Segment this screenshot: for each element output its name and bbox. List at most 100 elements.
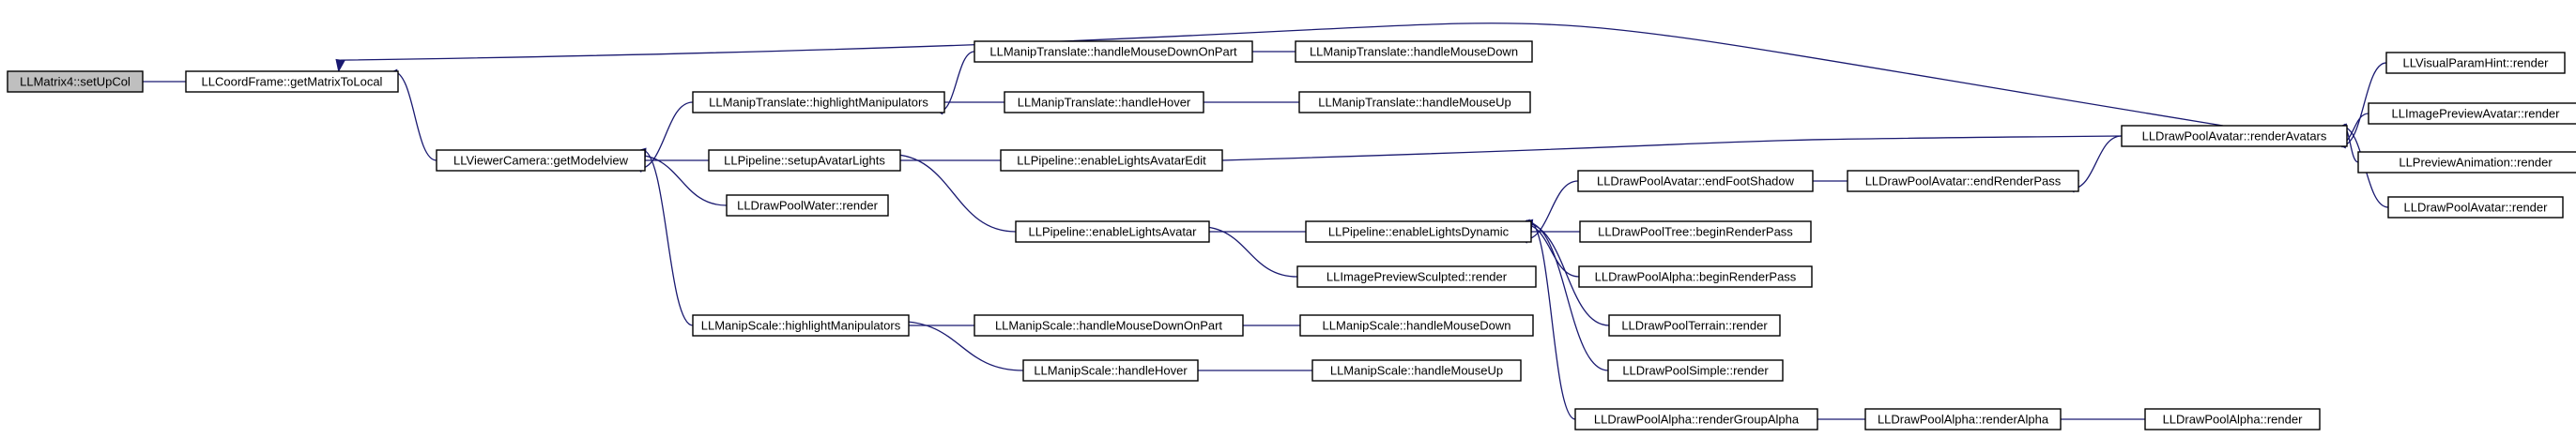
graph-node[interactable]: LLManipScale::handleMouseDown (1299, 314, 1534, 337)
node-layer: LLMatrix4::setUpCol LLCoordFrame::getMatr… (7, 40, 2576, 430)
node-box (1864, 408, 2062, 430)
graph-node[interactable]: LLManipTranslate::highlightManipulators (692, 91, 945, 113)
node-label: LLPipeline::enableLightsAvatar (1028, 225, 1197, 239)
node-label: LLDrawPoolTree::beginRenderPass (1598, 225, 1793, 239)
graph-node[interactable]: LLVisualParamHint::render (2385, 52, 2566, 74)
node-box (185, 70, 399, 93)
node-box (1577, 170, 1814, 192)
node-box (692, 314, 910, 337)
node-label: LLPreviewAnimation::render (2399, 156, 2553, 170)
node-label: LLDrawPoolAvatar::endFootShadow (1597, 174, 1795, 189)
node-box (974, 314, 1244, 337)
node-box (726, 194, 889, 217)
node-label: LLManipTranslate::highlightManipulators (709, 96, 928, 110)
node-box (1607, 359, 1784, 382)
node-label: LLMatrix4::setUpCol (20, 75, 130, 89)
node-label: LLViewerCamera::getModelview (453, 154, 629, 168)
graph-edge (1191, 97, 1299, 108)
node-label: LLImagePreviewAvatar::render (2392, 107, 2561, 121)
graph-node[interactable]: LLDrawPoolAvatar::renderAvatars (2121, 125, 2348, 147)
node-box (2387, 196, 2564, 219)
node-box (1311, 359, 1522, 382)
node-box (2357, 151, 2576, 174)
node-box (974, 40, 1253, 63)
node-box (2385, 52, 2566, 74)
graph-node[interactable]: LLPreviewAnimation::render (2357, 151, 2576, 174)
edge-layer (130, 23, 2389, 425)
node-box (2368, 102, 2576, 125)
graph-node[interactable]: LLDrawPoolAlpha::renderGroupAlpha (1574, 408, 1818, 430)
graph-node[interactable]: LLDrawPoolAvatar::endRenderPass (1847, 170, 2079, 192)
edge-line (641, 148, 694, 326)
graph-node[interactable]: LLViewerCamera::getModelview (436, 149, 646, 172)
node-box (1305, 220, 1532, 243)
graph-node[interactable]: LLManipScale::handleHover (1022, 359, 1199, 382)
graph-node[interactable]: LLDrawPoolSimple::render (1607, 359, 1784, 382)
graph-node[interactable]: LLManipTranslate::handleMouseUp (1298, 91, 1531, 113)
graph-node[interactable]: LLManipScale::highlightManipulators (692, 314, 910, 337)
node-box (1296, 265, 1537, 288)
graph-node[interactable]: LLDrawPoolAlpha::render (2144, 408, 2321, 430)
node-box (1004, 91, 1204, 113)
graph-node[interactable]: LLManipScale::handleMouseUp (1311, 359, 1522, 382)
graph-node[interactable]: LLCoordFrame::getMatrixToLocal (185, 70, 399, 93)
graph-edge (636, 147, 694, 326)
node-label: LLManipTranslate::handleHover (1018, 96, 1191, 110)
node-label: LLDrawPoolWater::render (737, 199, 878, 213)
graph-node[interactable]: LLDrawPoolAlpha::renderAlpha (1864, 408, 2062, 430)
node-label: LLVisualParamHint::render (2403, 56, 2550, 70)
node-box (1295, 40, 1533, 63)
edge-line (637, 101, 694, 170)
graph-node[interactable]: LLManipTranslate::handleMouseDown (1295, 40, 1533, 63)
node-label: LLDrawPoolSimple::render (1622, 364, 1769, 378)
graph-node[interactable]: LLPipeline::enableLightsAvatarEdit (1000, 149, 1223, 172)
arrowhead-icon (335, 58, 345, 73)
node-box (1574, 408, 1818, 430)
graph-node[interactable]: LLDrawPoolAvatar::endFootShadow (1577, 170, 1814, 192)
edge-line (1199, 225, 1298, 278)
edge-line (890, 154, 1017, 233)
graph-edge (1186, 365, 1313, 376)
edge-line (897, 320, 1024, 371)
node-label: LLDrawPoolTerrain::render (1621, 319, 1768, 333)
graph-node[interactable]: LLImagePreviewSculpted::render (1296, 265, 1537, 288)
node-label: LLDrawPoolAvatar::renderAvatars (2142, 129, 2327, 143)
graph-node[interactable]: LLDrawPoolAvatar::render (2387, 196, 2564, 219)
node-box (1000, 149, 1223, 172)
edge-line (2341, 62, 2387, 147)
node-box (1015, 220, 1210, 243)
graph-node[interactable]: LLPipeline::setupAvatarLights (708, 149, 901, 172)
graph-node[interactable]: LLDrawPoolTree::beginRenderPass (1579, 220, 1812, 243)
node-label: LLDrawPoolAvatar::endRenderPass (1865, 174, 2062, 189)
node-label: LLPipeline::enableLightsDynamic (1328, 225, 1510, 239)
node-label: LLPipeline::setupAvatarLights (724, 154, 885, 168)
graph-node[interactable]: LLDrawPoolTerrain::render (1608, 314, 1781, 337)
graph-node[interactable]: LLManipScale::handleMouseDownOnPart (974, 314, 1244, 337)
graph-node[interactable]: LLMatrix4::setUpCol (7, 70, 144, 93)
node-box (1022, 359, 1199, 382)
node-box (2121, 125, 2348, 147)
node-label: LLManipTranslate::handleMouseDown (1310, 45, 1518, 59)
edge-line (1210, 135, 2123, 161)
edge-line (1528, 219, 1576, 420)
graph-node[interactable]: LLDrawPoolWater::render (726, 194, 889, 217)
graph-edge (1210, 135, 2123, 166)
node-label: LLManipTranslate::handleMouseUp (1318, 96, 1510, 110)
graph-node[interactable]: LLImagePreviewAvatar::render (2368, 102, 2576, 125)
node-label: LLManipTranslate::handleMouseDownOnPart (989, 45, 1237, 59)
node-box (1579, 220, 1812, 243)
graph-node[interactable]: LLPipeline::enableLightsDynamic (1305, 220, 1532, 243)
graph-edge (2048, 414, 2145, 425)
edge-line (392, 70, 437, 161)
edge-line (340, 23, 2224, 127)
graph-node[interactable]: LLPipeline::enableLightsAvatar (1015, 220, 1210, 243)
node-box (7, 70, 144, 93)
node-label: LLCoordFrame::getMatrixToLocal (202, 75, 383, 89)
graph-edge (1196, 221, 1298, 278)
node-label: LLDrawPoolAlpha::renderGroupAlpha (1594, 413, 1800, 427)
graph-node[interactable]: LLManipTranslate::handleHover (1004, 91, 1204, 113)
graph-node[interactable]: LLManipTranslate::handleMouseDownOnPart (974, 40, 1253, 63)
edge-line (1526, 220, 1609, 371)
graph-node[interactable]: LLDrawPoolAlpha::beginRenderPass (1578, 265, 1813, 288)
